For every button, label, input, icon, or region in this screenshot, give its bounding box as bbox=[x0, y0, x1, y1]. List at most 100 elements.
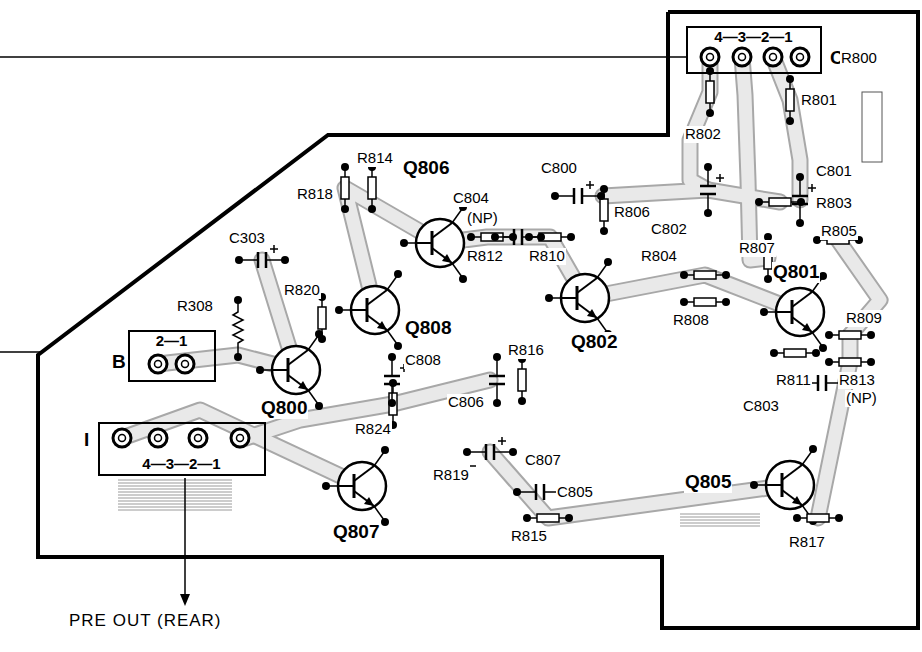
solder-pad bbox=[597, 192, 605, 200]
resistor-symbol bbox=[807, 514, 829, 522]
hatch-line bbox=[118, 507, 232, 508]
emitter-arrow bbox=[587, 309, 597, 318]
transistor-symbol bbox=[776, 288, 824, 336]
lead-line bbox=[597, 264, 607, 278]
solder-pad bbox=[322, 482, 330, 490]
connector-pin-hole bbox=[195, 435, 202, 442]
lead-line bbox=[493, 444, 496, 460]
arrowhead bbox=[180, 594, 190, 606]
part-label: C805 bbox=[556, 484, 594, 501]
connector-pin bbox=[149, 429, 167, 447]
solder-pad bbox=[812, 349, 820, 357]
hatch-line bbox=[680, 517, 760, 518]
solder-pad bbox=[704, 163, 712, 171]
lead-line bbox=[782, 465, 802, 480]
part-label: C801 bbox=[815, 163, 853, 180]
part-label: C803 bbox=[742, 398, 780, 415]
transistor-symbol bbox=[561, 274, 609, 322]
trace-fill bbox=[490, 452, 790, 518]
part-label: R804 bbox=[640, 248, 678, 265]
lead-line bbox=[489, 375, 505, 378]
hatch-line bbox=[118, 504, 232, 505]
solder-pad bbox=[493, 399, 501, 407]
trace-outline bbox=[490, 452, 790, 518]
solder-pad bbox=[234, 296, 242, 304]
lead-line bbox=[273, 245, 275, 253]
solder-pad bbox=[459, 275, 467, 283]
solder-pad bbox=[796, 173, 804, 181]
resistor-symbol bbox=[694, 271, 716, 279]
lead-line bbox=[766, 484, 782, 486]
connector-pin-hole bbox=[707, 54, 714, 61]
solder-pad bbox=[722, 271, 730, 279]
part-label: R814 bbox=[356, 150, 394, 167]
solder-pad bbox=[770, 349, 778, 357]
hatch-line bbox=[118, 486, 232, 487]
part-label: R801 bbox=[800, 92, 838, 109]
connector-pin bbox=[764, 48, 782, 66]
part-label: R808 bbox=[672, 312, 710, 329]
lead-line bbox=[374, 452, 384, 466]
solder-pad bbox=[750, 481, 758, 489]
lead-line bbox=[811, 184, 813, 192]
wire bbox=[0, 56, 686, 58]
solder-pad bbox=[760, 308, 768, 316]
lead-line bbox=[513, 229, 516, 245]
connector-pin-hole bbox=[155, 435, 162, 442]
lead-line bbox=[812, 332, 822, 346]
resistor-symbol bbox=[784, 349, 806, 357]
lead-line bbox=[573, 188, 576, 204]
lead-line bbox=[354, 491, 374, 506]
part-label: R803 bbox=[815, 195, 853, 212]
lead-line bbox=[576, 286, 579, 310]
copper-traces bbox=[122, 57, 880, 518]
connector-pin-hole bbox=[155, 361, 162, 368]
lead-line bbox=[521, 229, 524, 245]
lead-line bbox=[288, 375, 308, 390]
solder-pad bbox=[825, 331, 833, 339]
lead-line bbox=[287, 358, 290, 382]
connector-pin-hole bbox=[739, 54, 746, 61]
lead-line bbox=[452, 263, 462, 277]
part-label: R816 bbox=[507, 342, 545, 359]
part-label: R815 bbox=[510, 528, 548, 545]
lead-line bbox=[700, 193, 716, 196]
transistor-symbol bbox=[351, 286, 399, 334]
solder-pad bbox=[604, 258, 612, 266]
solder-pad bbox=[400, 239, 408, 247]
connector-pin bbox=[701, 48, 719, 66]
solder-pad bbox=[341, 163, 349, 171]
part-label: R805 bbox=[820, 223, 858, 240]
solder-pad bbox=[493, 353, 501, 361]
emitter-arrow bbox=[377, 321, 387, 330]
pin-numbers: 4—3—2—1 bbox=[140, 456, 222, 473]
connector-pin bbox=[149, 355, 167, 373]
lead-line bbox=[792, 203, 808, 206]
trace-fill bbox=[240, 380, 490, 440]
lead-line bbox=[561, 297, 577, 299]
lead-line bbox=[781, 473, 784, 497]
solder-pad bbox=[281, 256, 289, 264]
hatch-line bbox=[680, 514, 760, 515]
solder-pad bbox=[551, 192, 559, 200]
lead-line bbox=[367, 315, 387, 330]
solder-pad bbox=[809, 445, 817, 453]
solder-pad bbox=[368, 205, 376, 213]
lead-line bbox=[791, 300, 794, 324]
solder-pad bbox=[394, 270, 402, 278]
part-label: R807 bbox=[738, 240, 776, 257]
trace-outline bbox=[603, 190, 780, 202]
pin-numbers: 4—3—2—1 bbox=[712, 29, 794, 46]
trace-fill bbox=[742, 57, 768, 260]
emitter-arrow bbox=[792, 496, 802, 505]
lead-line bbox=[366, 298, 369, 322]
connector-pin bbox=[791, 48, 809, 66]
trace-outline bbox=[585, 275, 800, 312]
lead-line bbox=[776, 311, 792, 313]
trace-fill bbox=[585, 275, 800, 312]
solder-pad bbox=[786, 117, 794, 125]
hatch-line bbox=[118, 498, 232, 499]
part-label: R812 bbox=[466, 248, 504, 265]
solder-pad bbox=[381, 446, 389, 454]
